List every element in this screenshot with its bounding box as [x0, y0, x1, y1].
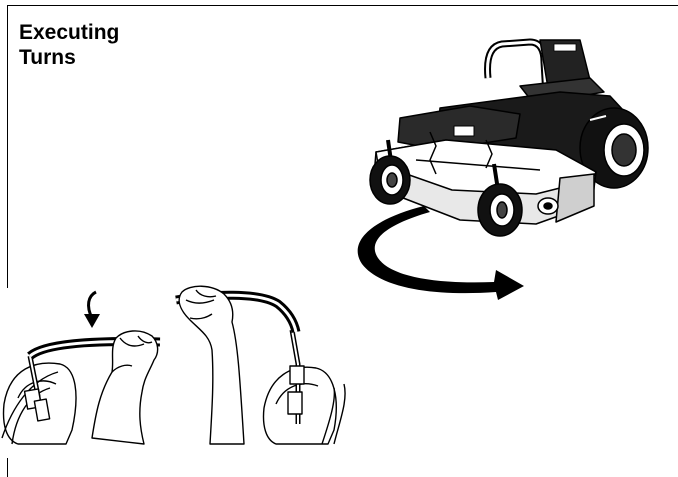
down-arrow-icon: [84, 290, 100, 328]
curved-turn-arrow-icon: [357, 206, 524, 300]
page-border-left: [7, 5, 8, 288]
page-border-left-lower: [7, 458, 8, 477]
section-heading: Executing Turns: [19, 20, 119, 70]
page-border-top: [8, 5, 678, 6]
zero-turn-mower-illustration: [369, 38, 649, 237]
heading-line-1: Executing: [19, 21, 120, 44]
hands-on-steering-levers-illustration: [1, 285, 346, 445]
heading-line-2: Turns: [19, 46, 76, 69]
